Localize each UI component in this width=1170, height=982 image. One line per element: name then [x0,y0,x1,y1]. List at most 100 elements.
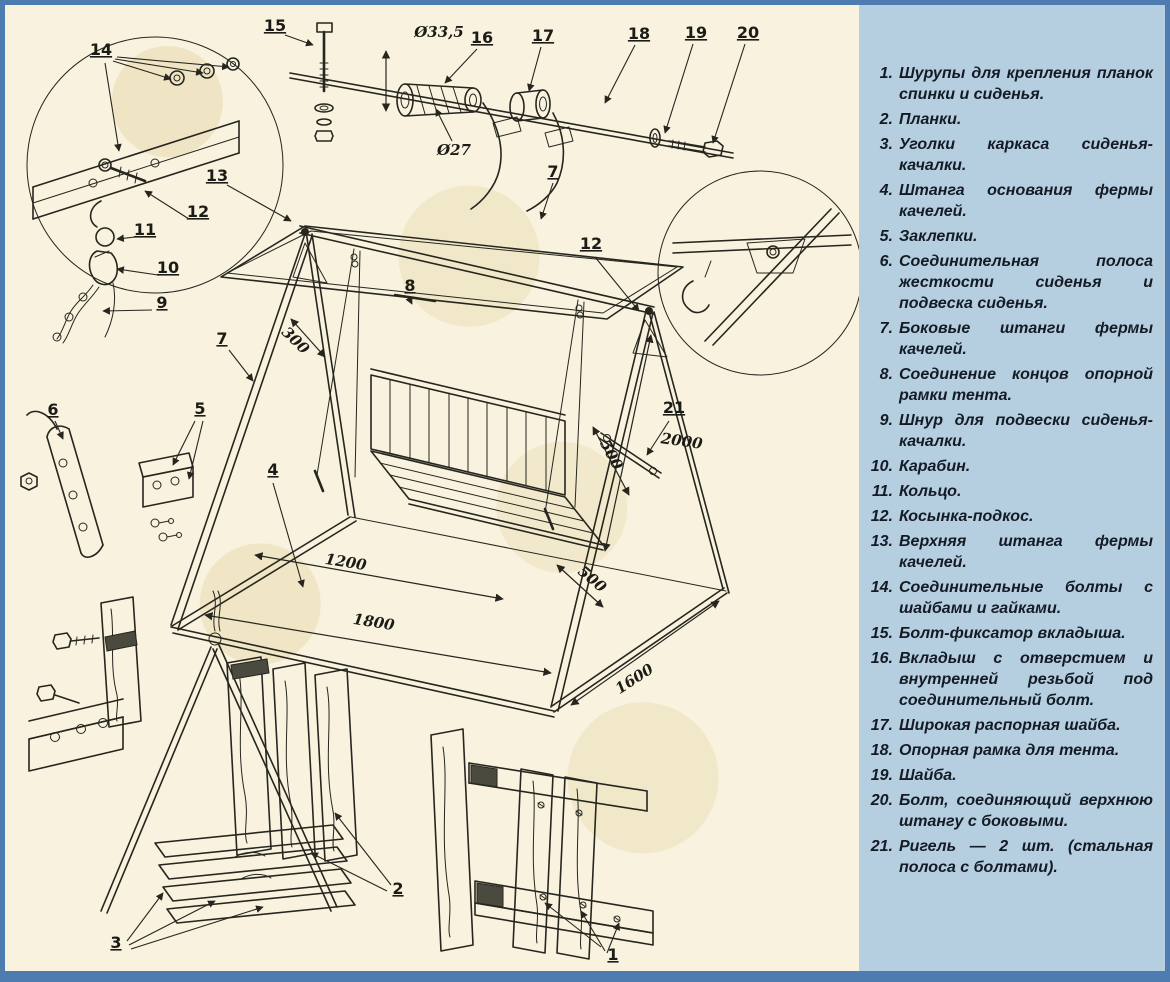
legend-item-text: Ригель — 2 шт. (стальная полоса с болтам… [899,838,1153,876]
dim-1800: 1800 [352,610,397,634]
callout-1: 1 [607,945,618,964]
legend-item-text: Косынка-подкос. [899,508,1034,525]
washer [649,128,661,148]
legend-item-number: 17. [870,717,893,734]
dim-300: 300 [278,323,313,358]
legend-item-text: Соединение концов опорной рамки тента. [899,366,1153,404]
legend-item-number: 13. [870,533,893,550]
callout-20: 20 [737,23,759,42]
dim-diameter-335: Ø33,5 [413,23,464,41]
legend-item-number: 5. [879,228,893,245]
parts-legend-list: 1. Шурупы для крепления планок спинки и с… [867,63,1153,878]
dim-diameter-27: Ø27 [436,141,472,159]
legend-item-text: Верхняя штанга фермы качелей. [899,533,1153,571]
callout-4: 4 [267,460,278,479]
callout-12-a: 12 [187,202,209,221]
bottom-left-wood [100,590,358,924]
technical-drawing: Ø33,5 Ø27 300 1200 1800 500 500 2000 160… [5,5,859,971]
legend-item: 15. Болт-фиксатор вкладыша. [867,623,1153,644]
gusset-hangers [470,102,574,212]
callout-3: 3 [110,933,121,952]
legend-item: 5. Заклепки. [867,226,1153,247]
legend-item: 11.Кольцо. [867,481,1153,502]
legend-item: 1. Шурупы для крепления планок спинки и с… [867,63,1153,105]
legend-item-number: 19. [870,767,893,784]
legend-item: 17. Широкая распорная шайба. [867,715,1153,736]
rivet-bracket [138,452,194,542]
legend-item-text: Уголки каркаса сиденья-качалки. [899,136,1153,174]
callout-6: 6 [47,400,58,419]
legend-item-number: 12. [870,508,893,525]
legend-item: 18.Опорная рамка для тента. [867,740,1153,761]
callout-9: 9 [156,293,167,312]
legend-item-number: 21. [870,838,893,855]
magnifier-circle-left [26,36,284,294]
callout-19: 19 [685,23,707,42]
callout-7-b: 7 [216,329,227,348]
legend-item-text: Вкладыш с отверстием и внутренней резьбо… [899,650,1153,709]
dimension-annotations: Ø33,5 Ø27 300 1200 1800 500 500 2000 160… [204,23,720,706]
callout-16: 16 [471,28,493,47]
dim-1200: 1200 [324,550,369,574]
legend-item-text: Болт-фиксатор вкладыша. [899,625,1126,642]
legend-item-text: Штанга основания фермы качелей. [899,182,1153,220]
main-structure [170,225,730,718]
legend-item-text: Шайба. [899,767,957,784]
bench-backrest [370,368,566,496]
legend-item-text: Широкая распорная шайба. [899,717,1121,734]
legend-item: 4.Штанга основания фермы качелей. [867,180,1153,222]
detail-circle-left [26,36,284,344]
legend-item: 7.Боковые штанги фермы качелей. [867,318,1153,360]
tent-frame-rod [289,72,734,154]
legend-item: 14.Соединительные болты с шайбами и гайк… [867,577,1153,619]
legend-item-number: 8. [879,366,893,383]
legend-item-text: Шнур для подвески сиденья-качалки. [899,412,1153,450]
callout-7-a: 7 [547,162,558,181]
legend-item-number: 15. [870,625,893,642]
callout-5: 5 [194,399,205,418]
top-bar [299,225,655,308]
legend-item-number: 1. [879,65,893,82]
legend-item-number: 11. [871,483,893,500]
magnifier-circle-right [657,170,859,376]
callout-11: 11 [134,220,156,239]
tent-support-frame [220,225,684,320]
wood-post-detail [52,596,142,728]
legend-item: 13. Верхняя штанга фермы качелей. [867,531,1153,573]
legend-item-text: Карабин. [899,458,971,475]
callout-10: 10 [157,258,179,277]
detail-circle-right [657,170,859,376]
dim-2000: 2000 [659,429,704,453]
legend-item: 16.Вкладыш с отверстием и внутренней рез… [867,648,1153,711]
left-mid-details [20,410,194,772]
suspension-strap [26,410,104,558]
legend-item: 3.Уголки каркаса сиденья-качалки. [867,134,1153,176]
legend-item-text: Планки. [899,111,962,128]
legend-item-number: 10. [870,458,893,475]
side-legs [170,230,730,712]
channel-bar [32,120,240,220]
legend-item: 9.Шнур для подвески сиденья-качалки. [867,410,1153,452]
bottom-middle-wood [430,728,654,960]
bolt-detail [98,158,147,184]
legend-item: 20.Болт, соединяющий верхнюю штангу с бо… [867,790,1153,832]
legend-item: 19. Шайба. [867,765,1153,786]
washers-detail [169,57,240,86]
legend-item-text: Соединительные болты с шайбами и гайками… [899,579,1153,617]
legend-item-number: 6. [879,253,893,270]
callout-17: 17 [532,26,554,45]
nut [20,472,38,491]
callout-2: 2 [392,879,403,898]
legend-item-number: 2. [879,111,893,128]
callout-14: 14 [90,40,112,59]
legend-item: 12. Косынка-подкос. [867,506,1153,527]
legend-item: 8. Соединение концов опорной рамки тента. [867,364,1153,406]
legend-item-number: 18. [870,742,893,759]
legend-item-text: Боковые штанги фермы качелей. [899,320,1153,358]
legend-item-text: Соединительная полоса жесткости сиденья … [899,253,1153,312]
base-bars [170,516,728,718]
callout-8: 8 [404,276,415,295]
legend-item-text: Заклепки. [899,228,978,245]
legend-item-text: Шурупы для крепления планок спинки и сид… [899,65,1153,103]
